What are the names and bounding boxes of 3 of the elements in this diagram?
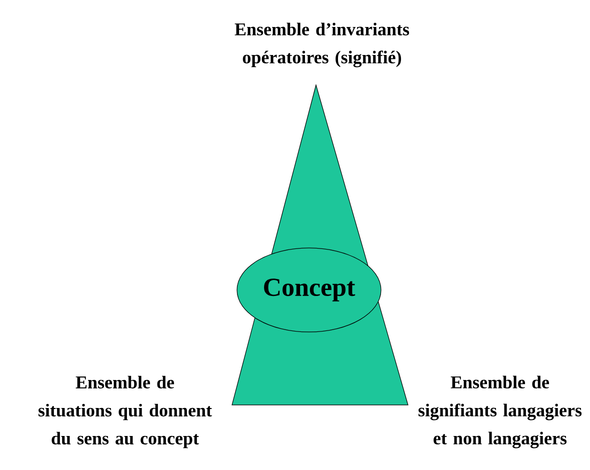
vertex-label: Ensemble de signifiants langagiers et non langagiers xyxy=(418,376,582,448)
vertex-label: Ensemble d’invariants opératoires (signifié) xyxy=(234,22,410,68)
vertex-label: Ensemble de situations qui donnent du sens au concept xyxy=(38,376,212,448)
